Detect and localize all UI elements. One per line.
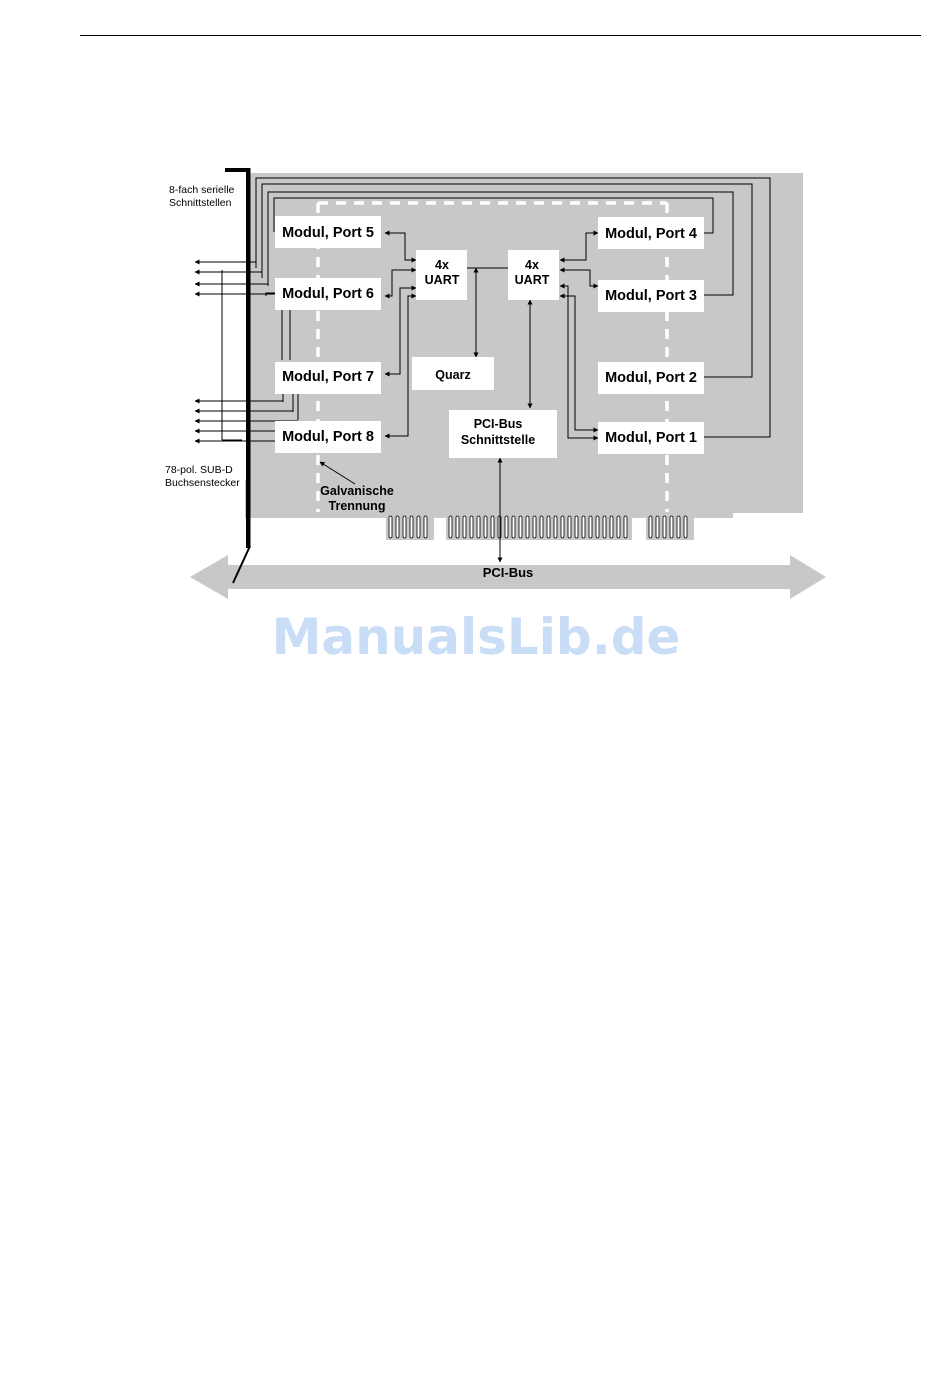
serial-ports-label: 8-fach serielle Schnittstellen — [169, 184, 235, 209]
connector-pin — [519, 516, 522, 538]
connector-pin — [610, 516, 613, 538]
module-port-7: Modul, Port 7 — [275, 362, 381, 394]
uart-left: 4x UART — [416, 250, 467, 300]
module-port-2: Modul, Port 2 — [598, 362, 704, 394]
connector-pin — [403, 516, 406, 538]
connector-pin — [603, 516, 606, 538]
connector-pin — [649, 516, 652, 538]
connector-pin — [575, 516, 578, 538]
svg-text:Modul, Port 2: Modul, Port 2 — [605, 370, 697, 386]
module-port-5: Modul, Port 5 — [275, 216, 381, 248]
connector-pin — [456, 516, 459, 538]
svg-text:Modul, Port 6: Modul, Port 6 — [282, 286, 374, 302]
connector-pin — [582, 516, 585, 538]
connector-pin — [410, 516, 413, 538]
connector-pin — [424, 516, 427, 538]
connector-pin — [396, 516, 399, 538]
watermark: ManualsLib.de — [272, 608, 681, 666]
mounting-bracket — [225, 168, 251, 583]
svg-text:Schnittstellen: Schnittstellen — [169, 197, 232, 209]
quarz-crystal: Quarz — [412, 357, 494, 390]
module-port-8: Modul, Port 8 — [275, 421, 381, 453]
connector-pin — [561, 516, 564, 538]
connector-pin — [568, 516, 571, 538]
connector-pin — [526, 516, 529, 538]
pci-bus-label: PCI-Bus — [483, 565, 534, 580]
uart-right: 4x UART — [508, 250, 559, 300]
connector-pin — [417, 516, 420, 538]
module-port-4: Modul, Port 4 — [598, 217, 704, 249]
connector-pin — [533, 516, 536, 538]
svg-text:UART: UART — [515, 273, 550, 287]
connector-pin — [554, 516, 557, 538]
svg-text:Modul, Port 3: Modul, Port 3 — [605, 288, 697, 304]
svg-text:Trennung: Trennung — [329, 499, 386, 513]
svg-text:Modul, Port 4: Modul, Port 4 — [605, 226, 697, 242]
pci-bus-interface: PCI-Bus Schnittstelle — [449, 410, 557, 458]
connector-pin — [684, 516, 687, 538]
connector-pin — [617, 516, 620, 538]
svg-text:PCI-Bus: PCI-Bus — [474, 417, 523, 431]
svg-text:Buchsenstecker: Buchsenstecker — [165, 477, 240, 489]
svg-text:8-fach serielle: 8-fach serielle — [169, 184, 235, 196]
svg-text:Modul, Port 1: Modul, Port 1 — [605, 430, 697, 446]
connector-pin — [449, 516, 452, 538]
connector-pin — [663, 516, 666, 538]
svg-text:78-pol. SUB-D: 78-pol. SUB-D — [165, 464, 233, 476]
connector-pin — [463, 516, 466, 538]
module-port-3: Modul, Port 3 — [598, 280, 704, 312]
svg-text:Galvanische: Galvanische — [320, 484, 394, 498]
module-port-6: Modul, Port 6 — [275, 278, 381, 310]
svg-text:UART: UART — [425, 273, 460, 287]
edge-connector-pins — [386, 514, 694, 540]
svg-text:Schnittstelle: Schnittstelle — [461, 433, 535, 447]
connector-pin — [470, 516, 473, 538]
svg-text:Modul, Port 5: Modul, Port 5 — [282, 225, 374, 241]
connector-label: 78-pol. SUB-D Buchsenstecker — [165, 464, 240, 489]
connector-pin — [477, 516, 480, 538]
connector-pin — [484, 516, 487, 538]
svg-text:4x: 4x — [525, 258, 539, 272]
connector-pin — [547, 516, 550, 538]
svg-text:4x: 4x — [435, 258, 449, 272]
svg-text:Modul, Port 7: Modul, Port 7 — [282, 369, 374, 385]
isolation-label: Galvanische Trennung — [320, 484, 394, 513]
connector-pin — [389, 516, 392, 538]
svg-text:Modul, Port 8: Modul, Port 8 — [282, 429, 374, 445]
connector-pin — [589, 516, 592, 538]
connector-pin — [512, 516, 515, 538]
connector-pin — [540, 516, 543, 538]
connector-pin — [670, 516, 673, 538]
svg-text:Quarz: Quarz — [435, 368, 470, 382]
connector-pin — [596, 516, 599, 538]
connector-pin — [677, 516, 680, 538]
connector-pin — [624, 516, 627, 538]
connector-pin — [505, 516, 508, 538]
connector-pin — [656, 516, 659, 538]
connector-pin — [491, 516, 494, 538]
module-port-1: Modul, Port 1 — [598, 422, 704, 454]
